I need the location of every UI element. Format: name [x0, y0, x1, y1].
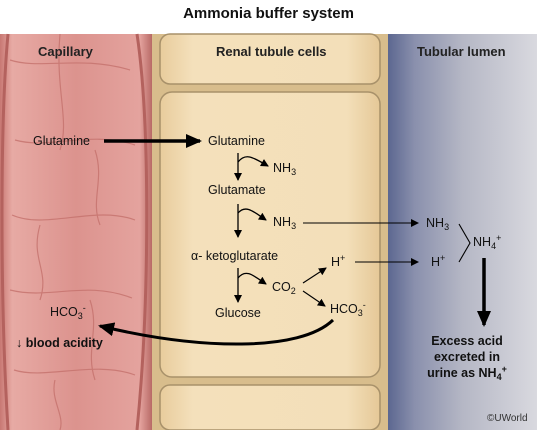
glutamine-capillary-label: Glutamine: [33, 134, 90, 148]
glutamine-cell-label: Glutamine: [208, 134, 265, 148]
blood-acidity-label: ↓ blood acidity: [16, 336, 103, 350]
renal-tubule-cells-header: Renal tubule cells: [216, 44, 327, 59]
nh3-lumen-label: NH3: [426, 216, 450, 232]
tubular-lumen-region: [388, 34, 537, 430]
excess-acid-line-1: Excess acid: [431, 334, 503, 348]
hplus-lumen-label: H+: [431, 253, 446, 269]
co2-to-hplus-arrow: [302, 267, 327, 284]
arrows: [98, 134, 491, 346]
renal-tubule-cells: [152, 33, 388, 430]
hco3-reabsorption-arrow: [98, 318, 335, 346]
co2-label: CO2: [272, 280, 296, 296]
co2-release-arrow: [237, 272, 267, 285]
excess-acid-line-2: excreted in: [433, 350, 500, 364]
diagram-title: Ammonia buffer system: [183, 5, 354, 22]
hplus-cell-label: H+: [331, 253, 346, 269]
capillary-region: [0, 33, 152, 430]
tubular-lumen-header: Tubular lumen: [417, 44, 506, 59]
nh3-label-2: NH3: [273, 215, 297, 231]
glucose-label: Glucose: [215, 306, 261, 320]
credit-text: ©UWorld: [487, 413, 528, 424]
co2-to-hco3-arrow: [302, 290, 326, 307]
glutamate-label: Glutamate: [208, 183, 266, 197]
capillary-header: Capillary: [38, 44, 93, 59]
hco3-cell-label: HCO3-: [330, 300, 366, 318]
nh3-release-arrow-2: [237, 208, 267, 221]
nh3-label-1: NH3: [273, 161, 297, 177]
hco3-capillary-label: HCO3-: [50, 303, 86, 321]
excess-acid-line-3: urine as NH4+: [427, 364, 507, 382]
excess-acid-text: Excess acid excreted in urine as NH4+: [405, 333, 529, 382]
nh3-release-arrow-1: [237, 156, 269, 167]
nh4-combination-bracket: [458, 223, 471, 263]
alpha-ketoglutarate-label: α- ketoglutarate: [191, 249, 279, 263]
nh4-label: NH4+: [473, 233, 502, 251]
